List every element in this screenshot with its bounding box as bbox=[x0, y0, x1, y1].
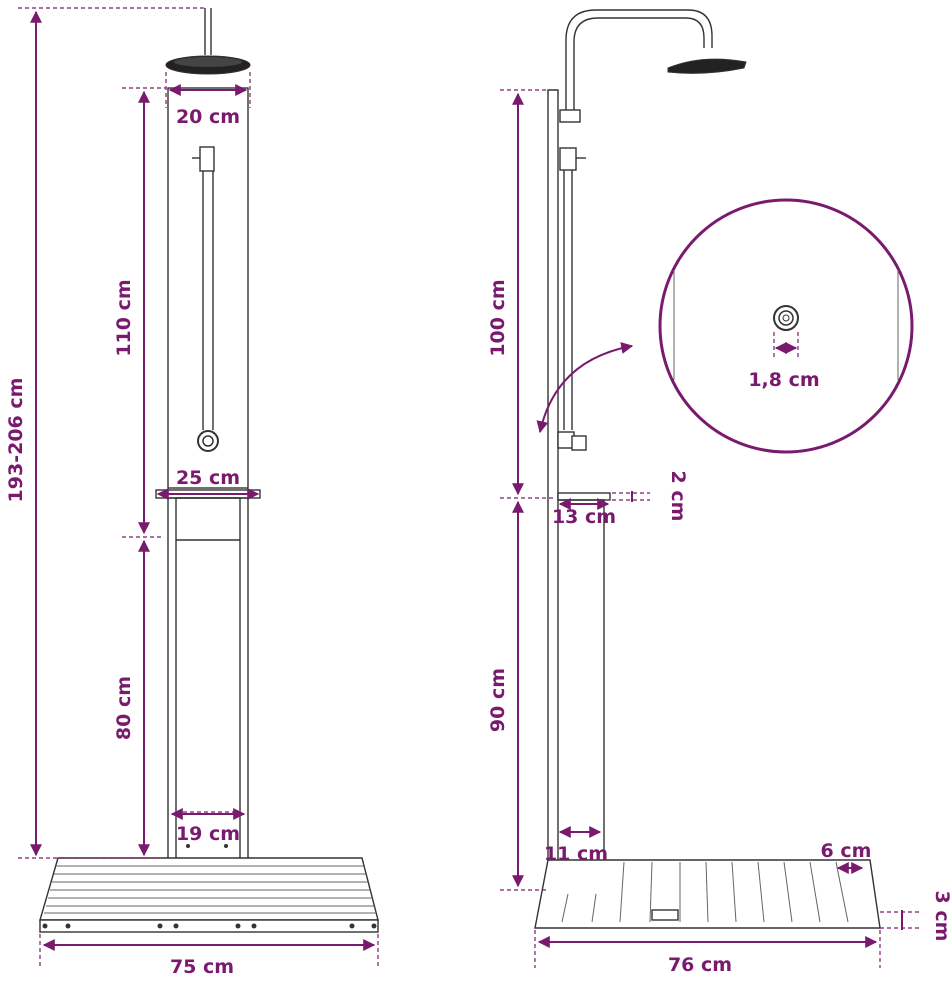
front-lower-height-label: 80 cm bbox=[113, 676, 135, 740]
front-head-diameter-label: 20 cm bbox=[176, 106, 240, 128]
side-column-height-label: 100 cm bbox=[487, 279, 509, 356]
side-lower-height-label: 90 cm bbox=[487, 668, 509, 732]
side-inner-depth-label: 11 cm bbox=[544, 843, 608, 865]
side-panel bbox=[547, 89, 559, 891]
nozzle-detail-circle: 1,8 cm bbox=[658, 198, 914, 454]
side-shelf-depth-label: 13 cm bbox=[552, 506, 616, 528]
side-view: 100 cm 90 cm 13 cm 2 cm 11 cm 6 cm 3 cm … bbox=[487, 9, 952, 976]
front-base-width-label: 75 cm bbox=[170, 956, 234, 978]
front-column-height-label: 110 cm bbox=[113, 279, 135, 356]
side-base-height-label: 3 cm bbox=[931, 891, 952, 942]
side-shelf-thickness-label: 2 cm bbox=[667, 471, 689, 522]
side-shelf bbox=[557, 492, 611, 501]
side-base-depth-label: 76 cm bbox=[668, 954, 732, 976]
side-slat-gap-label: 6 cm bbox=[821, 840, 872, 862]
front-view: 193-206 cm 110 cm 80 cm 20 cm 25 cm 19 c… bbox=[5, 7, 379, 978]
front-shelf-width-label: 25 cm bbox=[176, 467, 240, 489]
front-base bbox=[39, 857, 379, 921]
nozzle-diameter-label: 1,8 cm bbox=[748, 369, 819, 391]
side-rain-shower-head bbox=[667, 58, 747, 74]
front-inner-width-label: 19 cm bbox=[176, 823, 240, 845]
front-total-height-label: 193-206 cm bbox=[5, 378, 27, 503]
